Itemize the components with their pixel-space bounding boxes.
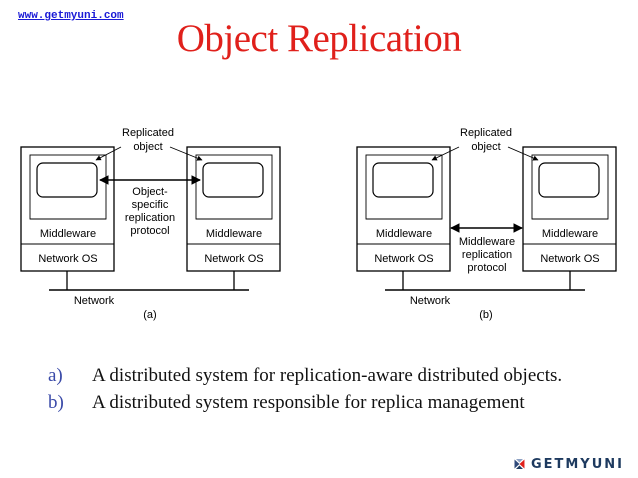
network-os-label-b-left: Network OS: [374, 253, 433, 265]
caption-item-b: b) A distributed system responsible for r…: [48, 389, 562, 416]
pointer-arrow-a-right: [169, 146, 203, 161]
caption-letter-b: b): [48, 392, 64, 413]
protocol-label-b-line1: Middleware: [459, 236, 515, 248]
caption-item-a: a) A distributed system for replication-a…: [48, 362, 562, 389]
slide-title: Object Replication: [176, 17, 462, 60]
machine-b-right: Middleware Network OS: [522, 146, 617, 272]
middleware-label-a-right: Middleware: [206, 228, 262, 240]
panel-label-b: (b): [479, 309, 492, 321]
replicated-object-b-right: [538, 162, 600, 198]
pointer-arrow-a-left: [95, 146, 122, 161]
replicated-object-a-right: [202, 162, 264, 198]
replicated-object-label-a-line2: object: [133, 141, 162, 153]
replicated-object-label-a-line1: Replicated: [122, 127, 174, 139]
getmyuni-logo[interactable]: GETMYUNI: [514, 451, 624, 477]
caption-text-a: A distributed system for replication-awa…: [92, 365, 563, 386]
caption-letter-a: a): [48, 365, 63, 386]
network-label-b: Network: [410, 295, 451, 307]
replicated-object-label-b-line2: object: [471, 141, 500, 153]
network-os-label-a-right: Network OS: [204, 253, 263, 265]
protocol-label-b-line3: protocol: [467, 262, 506, 274]
machine-b-left: Middleware Network OS: [356, 146, 451, 272]
middleware-label-b-left: Middleware: [376, 228, 432, 240]
network-label-a: Network: [74, 295, 115, 307]
caption-text-b: A distributed system responsible for rep…: [92, 392, 525, 413]
machine-a-right: Middleware Network OS: [186, 146, 281, 272]
replicated-object-a-left: [36, 162, 98, 198]
protocol-label-a-line1: Object-: [132, 186, 168, 198]
replicated-object-b-left: [372, 162, 434, 198]
network-os-label-a-left: Network OS: [38, 253, 97, 265]
panel-b: Middleware Network OS Middleware Network…: [356, 127, 617, 321]
replicated-object-label-b-line1: Replicated: [460, 127, 512, 139]
logo-text: GETMYUNI: [530, 456, 624, 472]
protocol-label-a-line3: replication: [125, 212, 175, 224]
panel-label-a: (a): [143, 309, 156, 321]
network-os-label-b-right: Network OS: [540, 253, 599, 265]
machine-a-left: Middleware Network OS: [20, 146, 115, 272]
middleware-label-b-right: Middleware: [542, 228, 598, 240]
middleware-label-a-left: Middleware: [40, 228, 96, 240]
pointer-arrow-b-right: [507, 146, 539, 161]
site-link[interactable]: www.getmyuni.com: [18, 10, 124, 22]
protocol-label-a-line4: protocol: [130, 225, 169, 237]
protocol-label-b-line2: replication: [462, 249, 512, 261]
caption-list: a) A distributed system for replication-a…: [48, 362, 562, 416]
pointer-arrow-b-left: [431, 146, 460, 161]
protocol-label-a-line2: specific: [132, 199, 169, 211]
getmyuni-logo-icon: [514, 459, 525, 469]
panel-a: Middleware Network OS Middleware Network…: [20, 127, 281, 321]
